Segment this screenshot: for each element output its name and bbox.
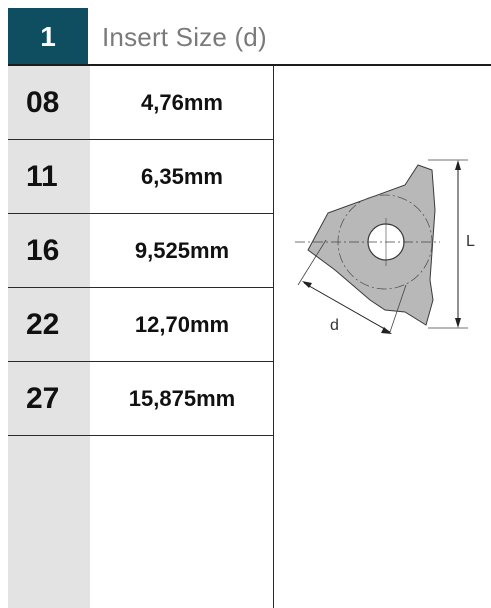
row-divider [8,435,274,436]
arrowhead-d-1 [302,281,312,288]
table-row: 11 6,35mm [8,140,274,214]
insert-size: 12,70mm [134,311,230,337]
table-row: 08 4,76mm [8,66,274,140]
arrowhead-L-bottom [455,318,461,328]
table-right-border [273,66,274,608]
table-row: 27 15,875mm [8,362,274,436]
insert-size: 6,35mm [141,163,223,189]
section-title: Insert Size (d) [102,22,267,52]
insert-code: 27 [26,381,60,415]
insert-code: 16 [26,233,60,267]
insert-code: 08 [26,85,60,119]
dimension-label-d: d [330,317,339,334]
dimension-line-d [303,282,391,333]
extension-line-d-2 [389,284,407,333]
extension-line-d-1 [297,239,327,286]
header-divider [8,64,491,66]
insert-code: 11 [26,159,58,193]
row-divider [8,287,274,288]
table-row: 22 12,70mm [8,288,274,362]
insert-dimension-drawing: L d [295,159,475,334]
dimension-label-L: L [466,233,475,250]
arrowhead-d-2 [381,327,392,334]
insert-size: 15,875mm [128,385,236,411]
row-divider [8,139,274,140]
code-column-background [8,66,90,608]
table-row: 16 9,525mm [8,214,274,288]
insert-size: 9,525mm [134,237,230,263]
section-number-badge: 1 [8,8,88,66]
row-divider [8,361,274,362]
insert-size: 4,76mm [141,89,223,115]
row-divider [8,213,274,214]
insert-code: 22 [26,307,60,341]
arrowhead-L-top [455,160,461,170]
section-number: 1 [40,21,56,52]
